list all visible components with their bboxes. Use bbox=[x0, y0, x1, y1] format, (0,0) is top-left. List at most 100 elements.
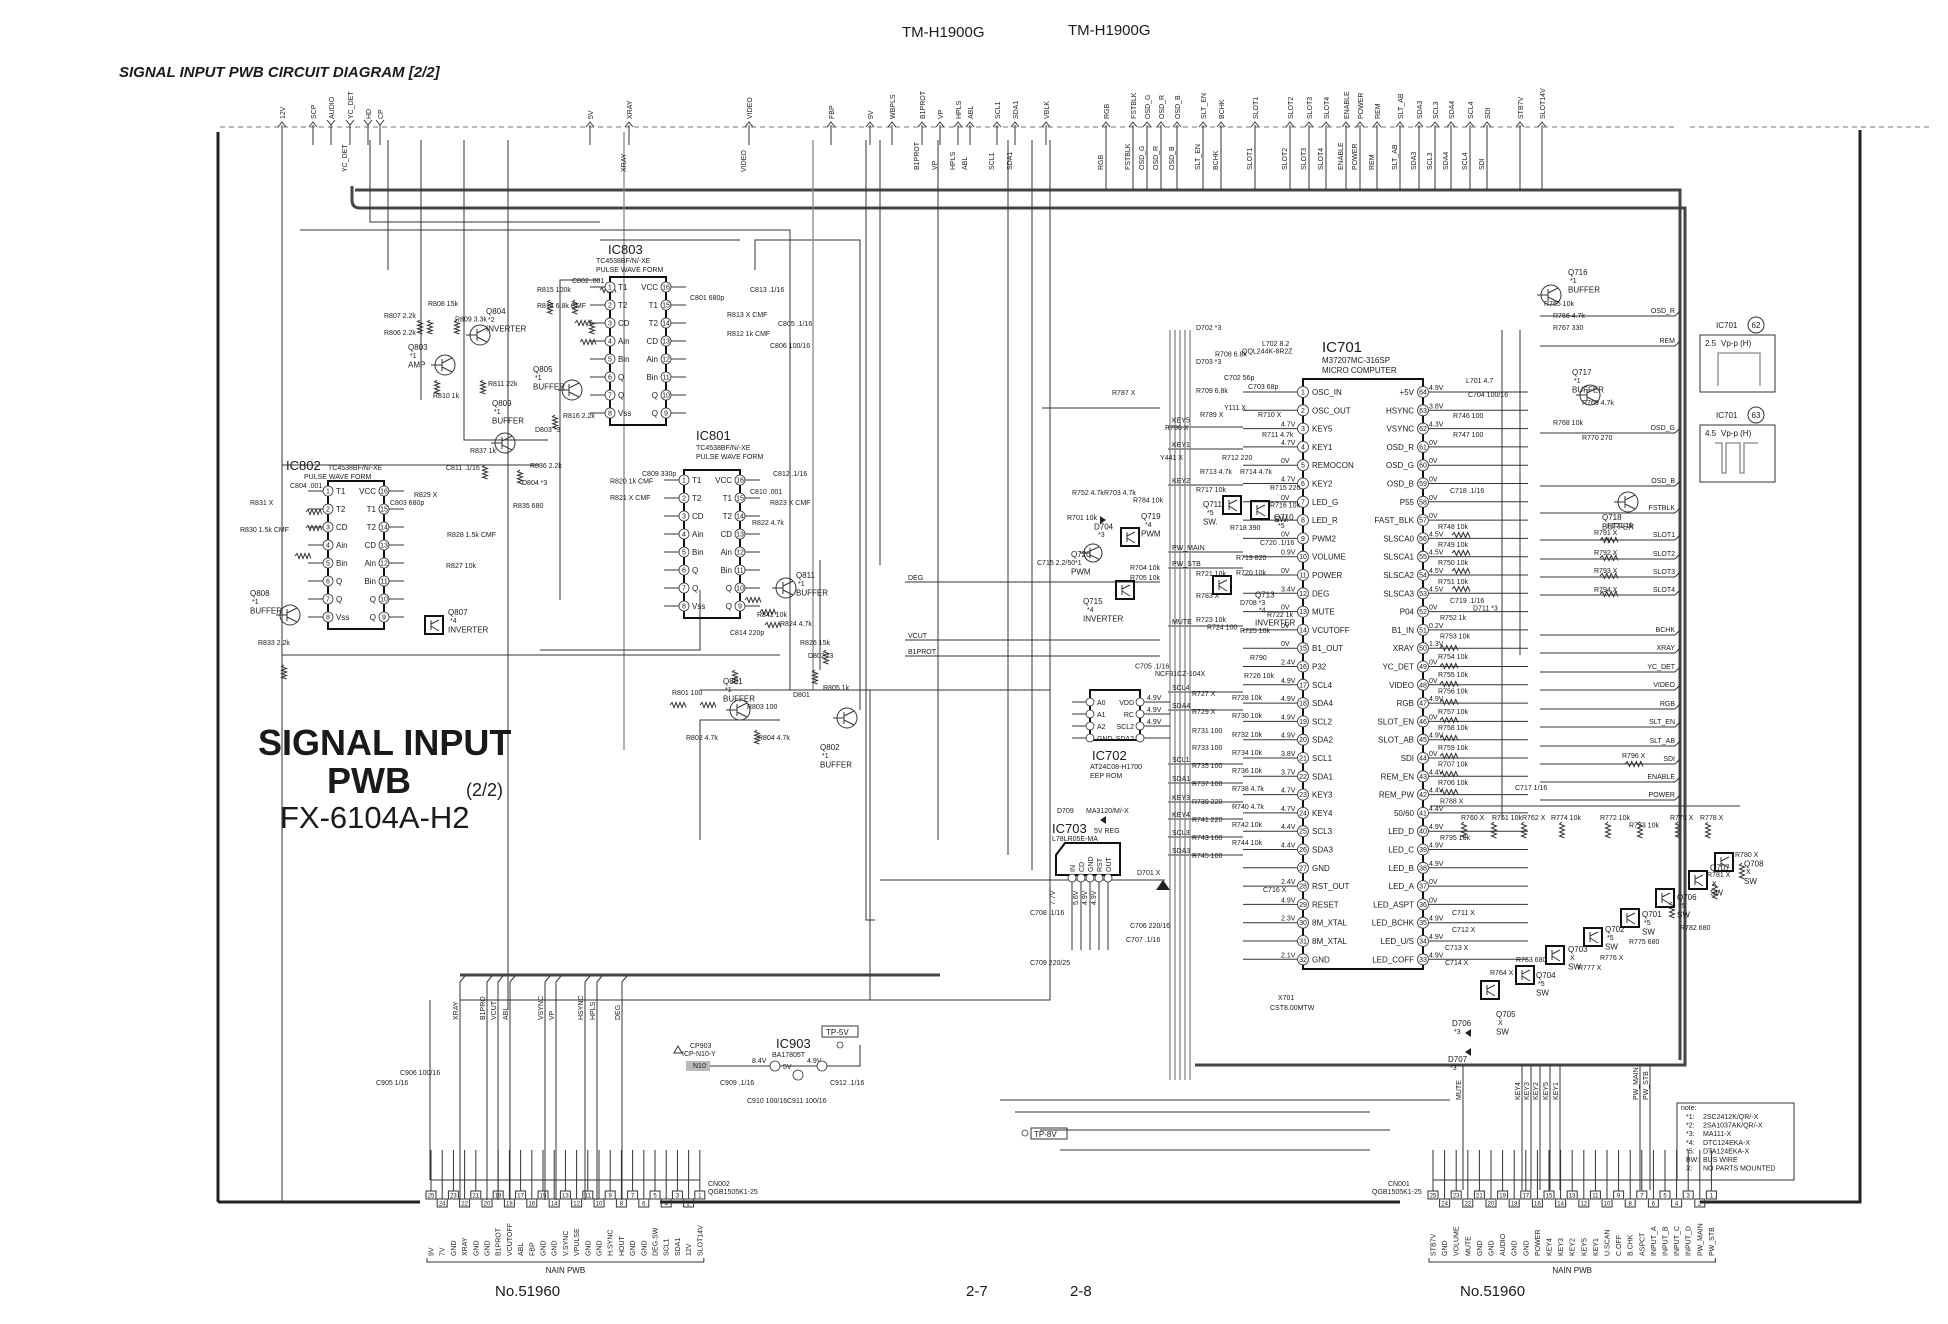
transistor-note: *1 bbox=[1570, 278, 1577, 285]
connector-signal: GND bbox=[1489, 1240, 1496, 1256]
footer-doc-number-right: No.51960 bbox=[1460, 1283, 1526, 1300]
pin-label: OSC_OUT bbox=[1312, 406, 1351, 415]
top-signal-label: SDA4 bbox=[1449, 101, 1456, 119]
pin-number: 23 bbox=[1299, 792, 1307, 799]
component-label: R717 10k bbox=[1196, 487, 1226, 494]
diagram-title: SIGNAL INPUT PWB CIRCUIT DIAGRAM [2/2] bbox=[119, 64, 440, 81]
transistor-note: *1 bbox=[798, 581, 805, 588]
pin-voltage: 4.9V bbox=[1429, 824, 1444, 831]
top-signal-fstblk: FSTBLK bbox=[1131, 92, 1138, 119]
component-label: R835 680 bbox=[513, 503, 543, 510]
pin-voltage: 0V bbox=[1281, 605, 1290, 612]
net-label-vcut: VCUT bbox=[908, 633, 928, 640]
pin-label: Q bbox=[726, 602, 732, 611]
pin-number: 2 bbox=[326, 507, 330, 514]
top-signal-label: SLOT14V bbox=[1540, 88, 1547, 119]
pin bbox=[378, 557, 390, 569]
transistor-note: *1 bbox=[822, 753, 829, 760]
pin-label: T1 bbox=[692, 476, 702, 485]
component-label: C906 100/16 bbox=[400, 1070, 440, 1077]
pin-voltage: 0V bbox=[1281, 568, 1290, 575]
component-label: R707 10k bbox=[1438, 762, 1468, 769]
component-label: R811 22k bbox=[488, 381, 518, 388]
component-label: R713 4.7k bbox=[1200, 469, 1232, 476]
pin-number: 16 bbox=[662, 285, 670, 292]
component-label: R815 100k bbox=[537, 287, 571, 294]
pin-number: 1 bbox=[1301, 390, 1305, 397]
transistor-note: X bbox=[1498, 1020, 1503, 1027]
fuse-label: N10 bbox=[693, 1063, 706, 1070]
component-label: CST8.00MTW bbox=[1270, 1005, 1315, 1012]
pin bbox=[322, 611, 334, 623]
pin-voltage: 4.5V bbox=[1429, 586, 1444, 593]
top-signal-slot14v: SLOT14V bbox=[1540, 88, 1547, 119]
transistor-role: BUFFER bbox=[533, 383, 565, 392]
pin bbox=[1417, 770, 1429, 783]
pin bbox=[1085, 721, 1095, 731]
pin bbox=[1297, 880, 1309, 892]
pin-number: 21 bbox=[1299, 756, 1307, 763]
pin bbox=[1417, 532, 1429, 545]
pin bbox=[378, 575, 390, 587]
connector-pin-number: 17 bbox=[517, 1194, 524, 1200]
pin-label: A0 bbox=[1097, 700, 1106, 707]
transistor-name: Q707 bbox=[1710, 863, 1730, 872]
pin-label: SLOT_AB bbox=[1378, 736, 1414, 745]
pin-voltage: 0V bbox=[1281, 458, 1290, 465]
transistor-q710: Q710*5SW. bbox=[1274, 513, 1294, 530]
pin-label: VIDEO bbox=[1389, 681, 1414, 690]
pin-number: 20 bbox=[1299, 737, 1307, 744]
component-label: R842 10k bbox=[757, 612, 787, 619]
pin-label: SLOT_EN bbox=[1378, 717, 1415, 726]
pin bbox=[1417, 642, 1429, 655]
pin-label: Bin bbox=[646, 373, 658, 382]
pin-number: 49 bbox=[1419, 664, 1427, 671]
pin-label: Q bbox=[336, 577, 342, 586]
net-label-slt-en: SLT_EN bbox=[1649, 719, 1675, 726]
pin bbox=[1103, 873, 1113, 883]
pin-voltage: 2.1V bbox=[1281, 952, 1296, 959]
transistor-q706: Q706*5SW bbox=[1677, 893, 1697, 920]
ic903-vout-voltage: 4.9V bbox=[807, 1058, 822, 1065]
connector-signal: STB7V bbox=[1431, 1233, 1438, 1256]
transistor-q704: Q704*5SW bbox=[1536, 971, 1556, 998]
connector-signal: H.SYNC bbox=[608, 1230, 615, 1256]
component-label: R760 X bbox=[1461, 815, 1485, 822]
top-signal-power: POWER bbox=[1358, 93, 1365, 119]
pin-number: 12 bbox=[736, 550, 744, 557]
waveform-ic: IC701 bbox=[1716, 321, 1738, 330]
pin-number: 35 bbox=[1419, 920, 1427, 927]
transistor-role: PWM bbox=[1071, 568, 1091, 577]
pin-number: 9 bbox=[382, 615, 386, 622]
pin-label: T1 bbox=[367, 505, 377, 514]
top-signal-label: SDI bbox=[1485, 107, 1492, 119]
pin-number: 64 bbox=[1419, 390, 1427, 397]
transistor-role: BUFFER bbox=[820, 761, 852, 770]
pin-label: T2 bbox=[367, 523, 377, 532]
net-label: SCL3 bbox=[1172, 830, 1190, 837]
ic803-part: TC4538BF/N/-XE bbox=[596, 258, 651, 265]
component-label: C704 100/16 bbox=[1468, 392, 1508, 399]
component-label: R716 10k bbox=[1270, 502, 1300, 509]
transistor-note: *5 bbox=[1207, 510, 1214, 517]
pin-label: REM_EN bbox=[1381, 772, 1415, 781]
pin-label: Q bbox=[618, 391, 624, 400]
pin bbox=[1297, 404, 1309, 417]
transistor-name: Q808 bbox=[250, 589, 270, 598]
pin-voltage: 0V bbox=[1429, 605, 1438, 612]
connector-pin-box bbox=[481, 1198, 493, 1208]
transistor-name: Q710 bbox=[1274, 513, 1294, 522]
connector-signal: VCUTOFF bbox=[507, 1223, 514, 1256]
transistor-role: AMP bbox=[408, 361, 425, 370]
pin bbox=[1417, 898, 1429, 911]
top-signal-enable: ENABLE bbox=[1344, 91, 1351, 119]
transistor-name: D706 bbox=[1452, 1019, 1472, 1028]
component-label: R741 220 bbox=[1192, 817, 1222, 824]
pin-number: 12 bbox=[380, 561, 388, 568]
component-label: R788 X bbox=[1440, 798, 1464, 805]
connector-signal: 9V bbox=[429, 1247, 436, 1256]
connector-pin-number: 11 bbox=[1592, 1194, 1599, 1200]
